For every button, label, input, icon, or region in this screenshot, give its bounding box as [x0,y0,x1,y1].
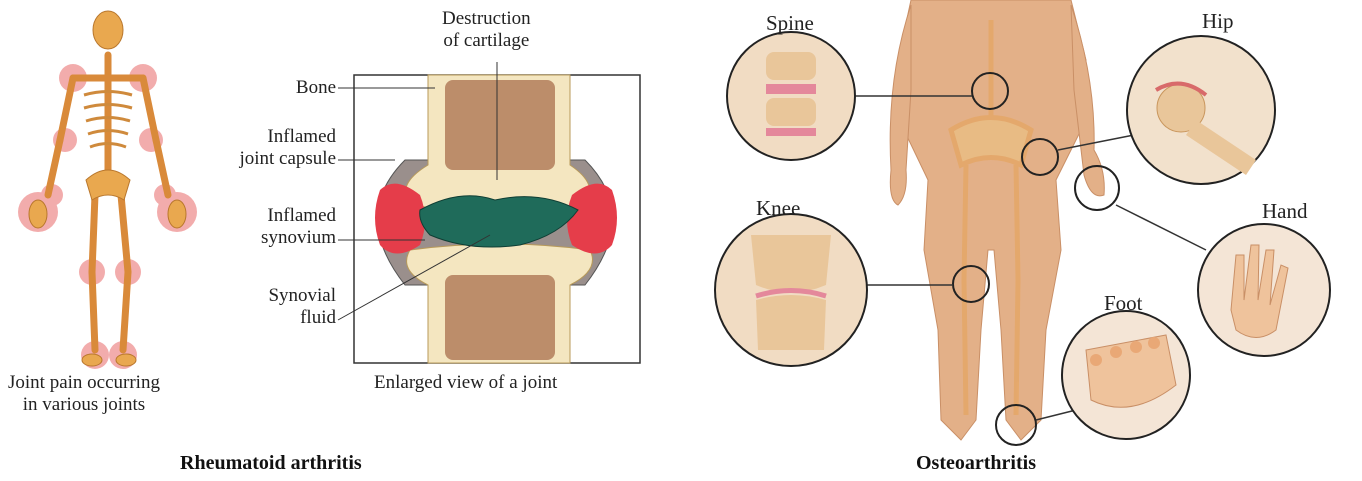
osteoarthritis-illustration [676,0,1362,452]
detail-spine [727,32,855,160]
detail-knee [715,214,867,366]
label-knee: Knee [756,197,800,219]
label-foot: Foot [1104,292,1143,314]
joint-caption: Enlarged view of a joint [374,372,557,394]
skeleton-figure [18,11,197,369]
rheumatoid-arthritis-panel: Joint pain occurring in various joints D… [0,0,660,481]
label-destruction-of-cartilage: Destruction of cartilage [442,8,531,52]
osteoarthritis-title: Osteoarthritis [916,452,1036,475]
label-inflamed-synovium: Inflamed synovium [261,205,336,249]
joint-cross-section [375,75,617,363]
detail-hand [1198,224,1330,356]
label-synovial-fluid: Synovial fluid [268,285,336,329]
rheumatoid-title: Rheumatoid arthritis [180,452,362,475]
osteoarthritis-panel: Spine Hip Knee Hand Foot [676,0,1362,452]
label-bone: Bone [296,77,336,99]
detail-foot [1062,311,1190,439]
label-spine: Spine [766,12,814,34]
label-hip: Hip [1202,10,1234,32]
label-inflamed-joint-capsule: Inflamed joint capsule [239,126,336,170]
figure-caption: Joint pain occurring in various joints [8,372,160,416]
detail-hip [1127,36,1275,184]
label-hand: Hand [1262,200,1308,222]
